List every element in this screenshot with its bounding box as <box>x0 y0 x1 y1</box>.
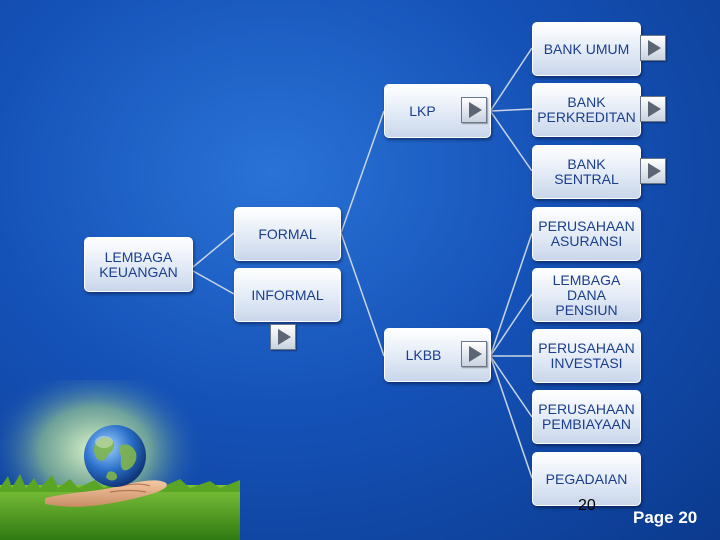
node-bank-sentral: BANK SENTRAL <box>532 145 641 199</box>
node-perusahaan-pembiayaan: PERUSAHAAN PEMBIAYAAN <box>532 390 641 444</box>
play-arrow-icon <box>278 329 291 345</box>
connector-lembaga-informal <box>192 270 235 295</box>
bank-sentral-expand-button[interactable] <box>640 158 666 184</box>
node-perusahaan-investasi: PERUSAHAAN INVESTASI <box>532 329 641 383</box>
connector-lkbb-pembiayaan <box>490 356 533 418</box>
node-lembaga-keuangan-label: LEMBAGA KEUANGAN <box>99 248 178 280</box>
node-informal-label: INFORMAL <box>251 286 324 303</box>
node-lembaga-dana-pensiun-label: LEMBAGA DANA PENSIUN <box>552 271 621 318</box>
connector-lkp-bank-perkreditan <box>490 108 533 112</box>
connector-lkbb-asuransi <box>490 232 533 355</box>
node-pegadaian: PEGADAIAN <box>532 452 641 506</box>
earth-continents <box>94 437 137 481</box>
hand <box>45 480 167 507</box>
node-perusahaan-asuransi-label: PERUSAHAAN ASURANSI <box>538 218 635 249</box>
node-perusahaan-asuransi: PERUSAHAAN ASURANSI <box>532 207 641 261</box>
connector-lkp-bank-umum <box>490 47 533 111</box>
node-bank-sentral-label: BANK SENTRAL <box>554 156 619 187</box>
node-bank-perkreditan-label: BANK PERKREDITAN <box>537 94 636 125</box>
node-perusahaan-pembiayaan-label: PERUSAHAAN PEMBIAYAAN <box>538 401 635 432</box>
lkbb-expand-button[interactable] <box>461 341 487 367</box>
node-lkbb-label: LKBB <box>405 346 442 363</box>
play-arrow-icon <box>469 102 482 118</box>
play-arrow-icon <box>469 346 482 362</box>
node-bank-perkreditan: BANK PERKREDITAN <box>532 83 641 137</box>
play-arrow-icon <box>648 40 661 56</box>
bank-umum-expand-button[interactable] <box>640 35 666 61</box>
node-lembaga-keuangan: LEMBAGA KEUANGAN <box>84 237 193 292</box>
slide-number: 20 <box>578 497 596 514</box>
node-formal: FORMAL <box>234 207 341 261</box>
play-arrow-icon <box>648 101 661 117</box>
connector-lkbb-pegadaian <box>490 357 533 479</box>
connector-lembaga-formal <box>192 232 235 268</box>
connector-formal-lkbb <box>340 232 385 357</box>
earth-highlight <box>95 436 113 448</box>
informal-expand-button[interactable] <box>270 324 296 350</box>
connector-lkp-bank-sentral <box>490 111 533 172</box>
connector-group <box>192 47 533 479</box>
lkp-expand-button[interactable] <box>461 97 487 123</box>
globe-in-hand-image <box>0 380 240 540</box>
node-informal: INFORMAL <box>234 268 341 322</box>
node-pegadaian-label: PEGADAIAN <box>545 470 628 487</box>
connector-lkbb-dana-pensiun <box>490 293 533 356</box>
node-bank-umum-label: BANK UMUM <box>543 40 630 57</box>
node-perusahaan-investasi-label: PERUSAHAAN INVESTASI <box>538 340 635 371</box>
node-bank-umum: BANK UMUM <box>532 22 641 76</box>
bank-perkreditan-expand-button[interactable] <box>640 96 666 122</box>
connector-formal-lkp <box>340 110 385 234</box>
node-formal-label: FORMAL <box>258 225 317 242</box>
page-label: Page 20 <box>633 508 698 527</box>
node-lembaga-dana-pensiun: LEMBAGA DANA PENSIUN <box>532 268 641 322</box>
node-lkp-label: LKP <box>409 102 436 119</box>
play-arrow-icon <box>648 163 661 179</box>
